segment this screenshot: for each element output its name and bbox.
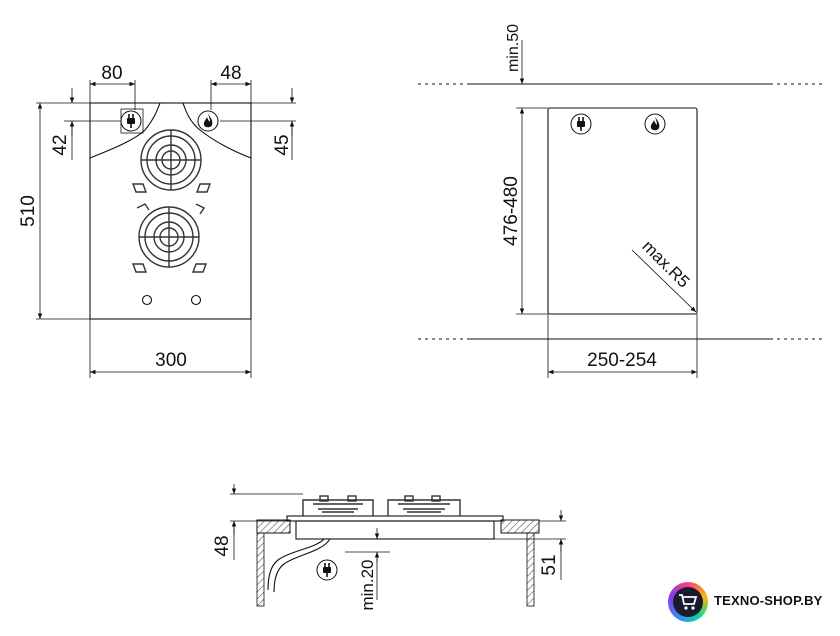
dim-cutout-height: 476-480 bbox=[501, 176, 522, 246]
brand-watermark: TEXNO-SHOP.BY bbox=[668, 578, 836, 628]
electric-plug-icon bbox=[316, 559, 338, 581]
dim-right-offset: 48 bbox=[220, 63, 241, 84]
knob-right bbox=[190, 294, 202, 306]
cutout-view: min.50 476-480 250-254 max.R5 bbox=[418, 24, 826, 378]
dim-side-depth: 51 bbox=[539, 554, 560, 575]
control-panel-curve bbox=[89, 102, 161, 159]
dim-left-drop: 42 bbox=[50, 134, 71, 155]
dim-side-height: 48 bbox=[212, 535, 233, 556]
top-view: 80 48 510 42 45 300 bbox=[18, 63, 296, 378]
dim-cutout-width: 250-254 bbox=[587, 350, 657, 371]
dim-min-clearance: min.50 bbox=[505, 24, 522, 72]
burner-bottom bbox=[131, 203, 208, 273]
electric-plug-icon bbox=[120, 110, 142, 132]
power-cable bbox=[267, 538, 325, 591]
worktop-right bbox=[500, 519, 540, 534]
grate-side bbox=[302, 495, 461, 516]
dim-min-below: min.20 bbox=[358, 559, 377, 610]
hob-glass bbox=[286, 515, 504, 522]
cart-logo-icon bbox=[668, 582, 708, 622]
hob-outline bbox=[89, 102, 252, 320]
electric-plug-icon bbox=[570, 113, 592, 135]
worktop-left bbox=[256, 519, 291, 534]
gas-flame-icon bbox=[644, 113, 666, 135]
dim-width: 300 bbox=[155, 350, 187, 371]
dim-left-offset: 80 bbox=[101, 63, 122, 84]
cutout-outline bbox=[547, 107, 698, 315]
burner-top bbox=[131, 129, 212, 193]
control-panel-curve-right bbox=[182, 102, 252, 159]
brand-name: TEXNO-SHOP.BY bbox=[714, 593, 823, 608]
side-view: 48 51 min.20 bbox=[212, 484, 566, 611]
knob-left bbox=[141, 294, 153, 306]
hob-body bbox=[295, 520, 495, 540]
dim-height: 510 bbox=[18, 195, 39, 227]
gas-flame-icon bbox=[197, 110, 219, 132]
dim-right-drop: 45 bbox=[272, 134, 293, 155]
